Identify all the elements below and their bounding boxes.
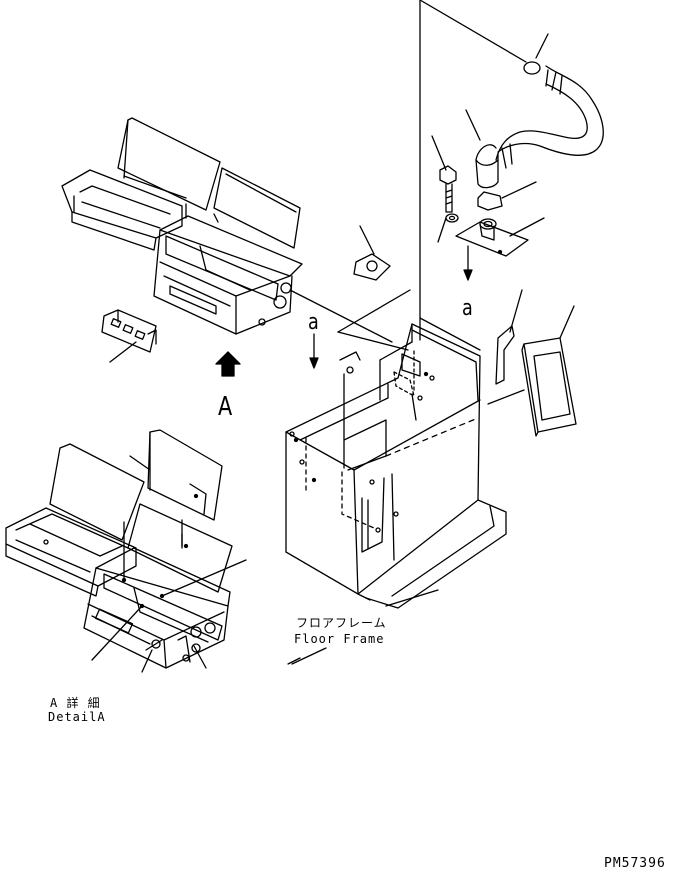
upper-storage-box: [61, 117, 303, 335]
detail-en-label: DetailA: [48, 710, 106, 724]
detail-jp-label: A 詳 細: [50, 696, 101, 710]
arrow-a-left-icon: [309, 333, 319, 369]
floor-frame-leader: [385, 589, 439, 607]
view-arrow-icon: [215, 351, 241, 377]
arrow-a-right-icon: [463, 245, 473, 281]
small-a-right-label: a: [462, 296, 473, 321]
floor-frame-jp-label: フロアフレーム: [296, 616, 387, 630]
detail-leader: [291, 647, 327, 665]
small-a-left-label: a: [308, 310, 319, 335]
drawing-code: PM57396: [604, 856, 666, 871]
view-a-label: A: [218, 392, 233, 422]
mat-outline: [289, 289, 411, 351]
detail-storage-box: [5, 429, 247, 673]
dash-mark: [287, 657, 301, 665]
floor-frame: [285, 317, 507, 609]
floor-frame-en-label: Floor Frame: [294, 632, 385, 646]
duct-hose: [419, 0, 604, 437]
switch-panel: [101, 309, 157, 363]
gasket: [353, 225, 391, 281]
